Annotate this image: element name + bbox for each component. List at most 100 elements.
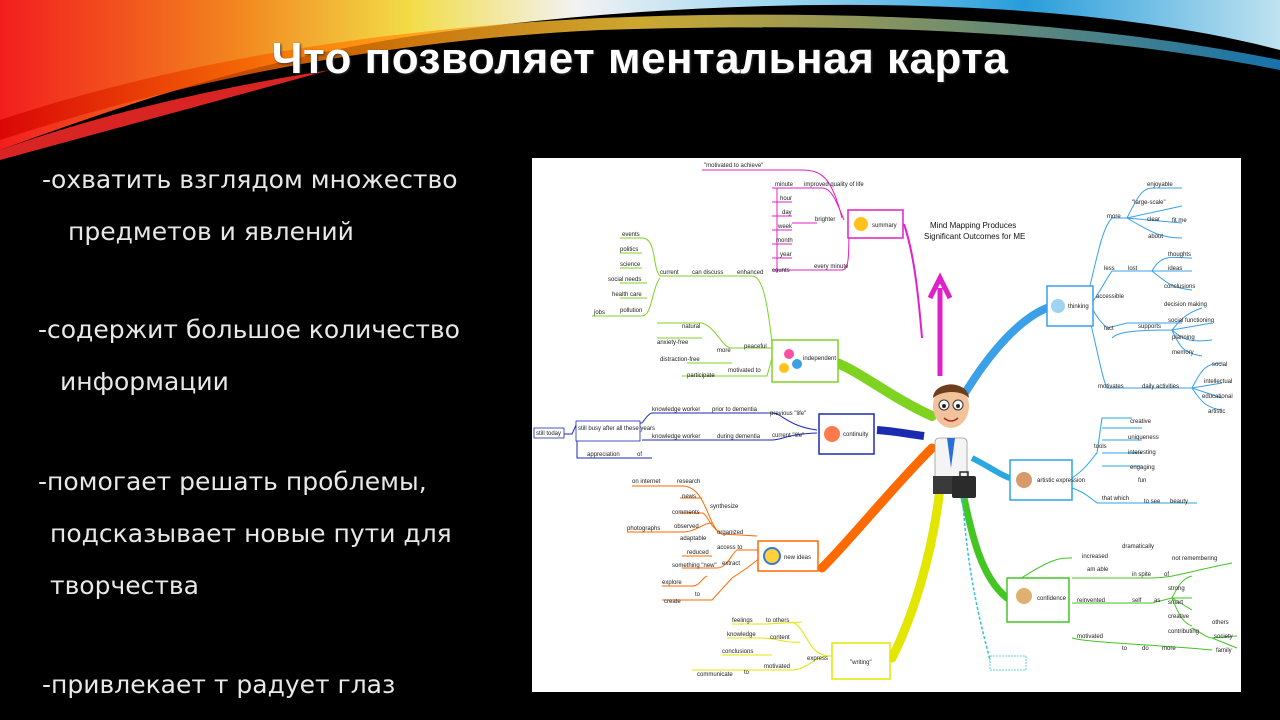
node-confidence: confidence [1037, 596, 1067, 602]
label: society [1214, 634, 1233, 640]
label: motivated to [728, 368, 761, 374]
branch-new-ideas [817, 443, 937, 573]
note-box [989, 655, 1027, 671]
label: reinvented [1077, 598, 1105, 604]
label: conclusions [1164, 284, 1195, 290]
still-busy-box [575, 420, 641, 442]
label: planning [1172, 335, 1195, 341]
label: knowledge worker [652, 434, 700, 440]
label: extract [722, 561, 740, 567]
label: engaging [1130, 465, 1155, 471]
bullet-line: -содержит большое количество [38, 315, 460, 344]
label: adaptable [680, 536, 707, 542]
thinking-lines [1086, 187, 1223, 411]
label: every minute [814, 264, 849, 270]
label: less [1104, 266, 1115, 272]
branch-thinking [958, 304, 1051, 402]
label: interesting [1128, 450, 1156, 456]
label: to [1122, 646, 1128, 652]
label: improved quality of life [804, 182, 864, 188]
label: to [695, 592, 701, 598]
label: pollution [620, 308, 642, 314]
node-independent: independent [803, 356, 836, 362]
mind-map-image: Mind Mapping Produces Significant Outcom… [532, 158, 1241, 692]
bullet-line: -привлекает т радует глаз [42, 670, 396, 699]
bullet-line: предметов и явлений [68, 217, 354, 246]
label: educational [1202, 394, 1233, 400]
bullet-line: творчества [50, 571, 199, 600]
label: "large-scale" [1132, 200, 1166, 206]
label: knowledge worker [652, 407, 700, 413]
lightbulb-icon [763, 547, 781, 565]
label: something "new" [672, 563, 717, 569]
label: enjoyable [1147, 182, 1173, 188]
label: tools [1094, 444, 1107, 450]
label: current "life" [772, 433, 804, 439]
label: motivated [764, 664, 790, 670]
label: express [807, 656, 828, 662]
node-independent-box [771, 339, 839, 383]
node-artistic: artistic expression [1037, 478, 1085, 484]
label: brighter [815, 217, 835, 223]
label: month [776, 238, 793, 244]
node-summary: summary [872, 223, 897, 229]
label: prior to dementia [712, 407, 758, 413]
label: fact [1104, 326, 1114, 332]
label: to [744, 670, 750, 676]
independent-lines [592, 237, 773, 377]
label: participate [687, 373, 715, 379]
label: that which [1102, 496, 1129, 502]
label: explore [662, 580, 682, 586]
branch-confidence [958, 484, 1011, 602]
label: others [1212, 620, 1229, 626]
label: family [1216, 648, 1232, 654]
label: conclusions [722, 649, 753, 655]
label: artistic [1208, 409, 1225, 415]
branch-artistic [970, 455, 1011, 481]
label: of [1164, 572, 1169, 578]
decorative-swoosh [0, 0, 1280, 160]
artistic-lines [1071, 417, 1197, 504]
flower-icon [779, 363, 789, 373]
label: synthesize [710, 504, 739, 510]
label: current [660, 270, 679, 276]
label: do [1142, 646, 1149, 652]
label: dramatically [1122, 544, 1154, 550]
label: hour [780, 196, 792, 202]
label: motivated [1077, 634, 1103, 640]
label: decision making [1164, 302, 1207, 308]
label: minute [775, 182, 794, 188]
rabbit-icon [1016, 472, 1032, 488]
label: supports [1138, 324, 1161, 330]
label: intellectual [1204, 379, 1232, 385]
bullet-line: информации [60, 367, 229, 396]
label: still today [536, 431, 561, 437]
label: appreciation [587, 452, 620, 458]
label: access to [717, 545, 743, 551]
label: social needs [608, 277, 641, 283]
label: in spite [1132, 572, 1152, 578]
label: as [1154, 598, 1160, 604]
label: events [622, 232, 640, 238]
label: to others [766, 618, 789, 624]
label: natural [682, 324, 700, 330]
label: more [1162, 646, 1176, 652]
label: not remembering [1172, 556, 1217, 562]
label: week [777, 224, 793, 230]
map-title-line: Mind Mapping Produces [930, 221, 1016, 230]
label: strong [1168, 586, 1185, 592]
label: fit me [1172, 218, 1187, 224]
label: creative [1168, 614, 1190, 620]
branch-independent [832, 358, 937, 421]
label: fun [1138, 478, 1146, 484]
label: news [682, 494, 696, 500]
label: jobs [593, 310, 605, 316]
label: create [664, 599, 681, 605]
label: smart [1168, 600, 1183, 606]
thinker-icon [1051, 299, 1065, 313]
bullet-overview: -охватить взглядом множество предметов и… [38, 154, 508, 258]
label: accessible [1096, 294, 1125, 300]
label: organized [717, 530, 743, 536]
label: observed [674, 524, 699, 530]
label: communicate [697, 672, 733, 678]
